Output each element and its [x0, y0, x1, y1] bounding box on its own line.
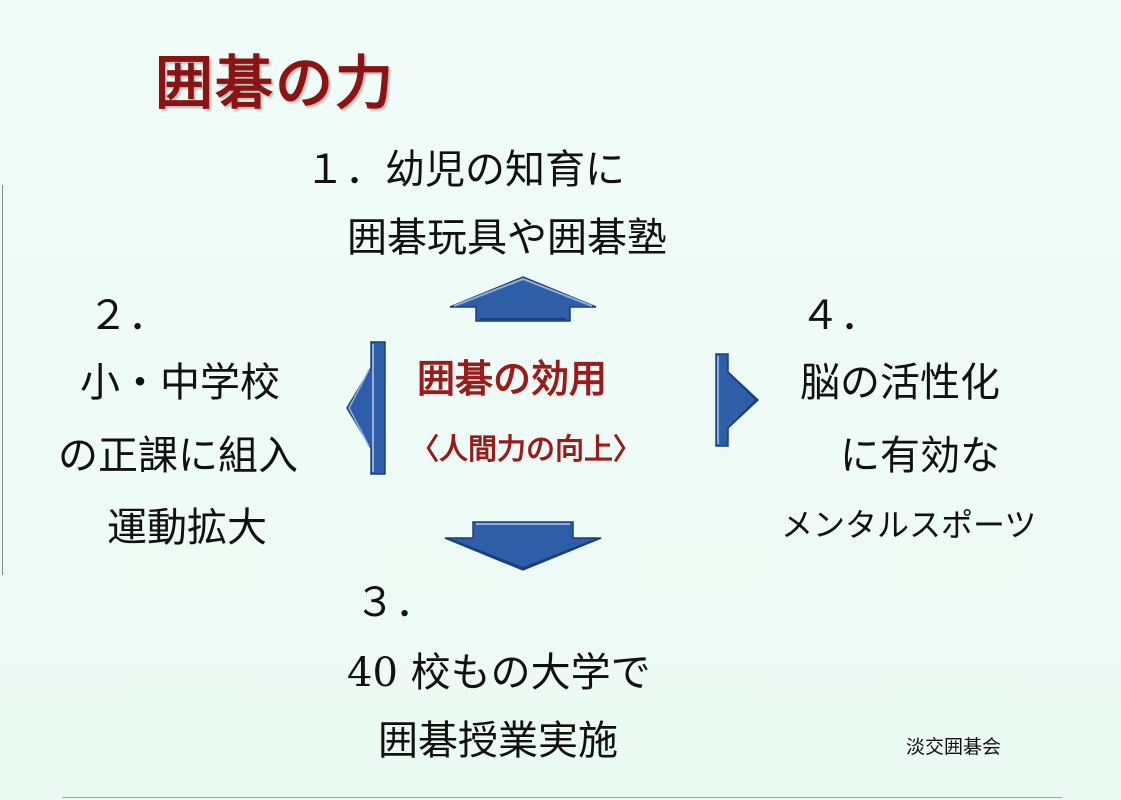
item2-number: ２．	[88, 293, 168, 339]
item1-text: 幼児の知育に	[385, 147, 625, 193]
item2-line2: の正課に組入	[58, 433, 298, 479]
item1-line1: １．幼児の知育に	[305, 137, 625, 195]
arrow-up-icon	[449, 276, 597, 322]
item3-line2: 囲碁授業実施	[378, 718, 618, 764]
item4-line3: メンタルスポーツ	[781, 506, 1037, 544]
item2-line3: 運動拡大	[107, 505, 267, 551]
arrow-left-icon	[346, 341, 386, 475]
item4-line1: 脳の活性化	[800, 360, 1000, 406]
footer-organization: 淡交囲碁会	[906, 736, 1002, 758]
item3-number: ３．	[355, 580, 435, 626]
arrow-right-icon	[715, 353, 760, 447]
item1-number: １．	[305, 147, 385, 193]
item3-line1: 40 校もの大学で	[347, 650, 651, 696]
slide-title: 囲碁の力	[155, 49, 396, 117]
left-edge-rule	[2, 185, 3, 575]
center-subtitle: 〈人間力の向上〉	[410, 432, 643, 466]
center-title: 囲碁の効用	[417, 357, 608, 401]
item4-line2: に有効な	[840, 433, 1000, 479]
item2-line1: 小・中学校	[80, 360, 280, 406]
bottom-rule	[62, 797, 1062, 798]
item4-number: ４．	[800, 293, 880, 339]
arrow-down-icon	[444, 521, 602, 571]
item1-line2: 囲碁玩具や囲碁塾	[347, 215, 667, 261]
